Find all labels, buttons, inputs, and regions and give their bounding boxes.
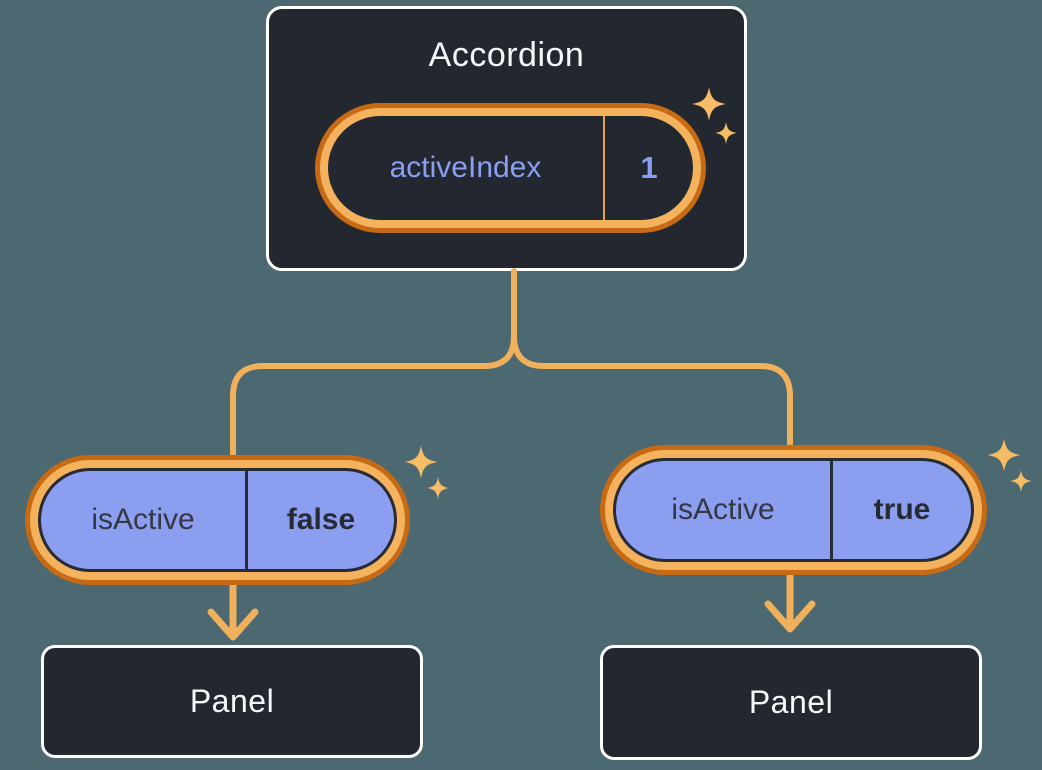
sparkle-large-icon <box>404 445 438 479</box>
prop-pill-ring: isActive true <box>605 450 982 570</box>
prop-name: isActive <box>91 503 195 536</box>
sparkle-large-icon <box>692 87 726 121</box>
sparkle-small-icon <box>427 477 449 499</box>
connector-right-branch <box>511 268 793 455</box>
prop-pill-right: isActive true <box>600 445 987 575</box>
panel-node-left: Panel <box>41 645 423 758</box>
sparkle-large-icon <box>987 438 1021 472</box>
arrow-down-icon <box>207 580 259 641</box>
state-name: activeIndex <box>389 151 542 184</box>
prop-pill-core: isActive false <box>38 468 397 572</box>
sparkle-small-icon <box>1010 470 1032 492</box>
state-divider <box>603 116 605 220</box>
prop-divider <box>830 461 833 559</box>
prop-pill-left: isActive false <box>25 455 410 585</box>
state-value: 1 <box>640 150 658 185</box>
prop-pill-ring: isActive false <box>30 460 405 580</box>
prop-name: isActive <box>671 493 775 526</box>
connector-left-branch <box>230 268 517 465</box>
sparkle-small-icon <box>715 122 737 144</box>
state-pill-core: activeIndex 1 <box>328 116 693 220</box>
prop-value: false <box>286 503 356 536</box>
accordion-node: Accordion activeIndex 1 <box>266 6 747 271</box>
arrow-down-icon <box>764 572 816 633</box>
prop-value: true <box>873 493 931 526</box>
prop-divider <box>245 471 248 569</box>
prop-pill-core: isActive true <box>613 458 974 562</box>
panel-label: Panel <box>748 684 834 720</box>
panel-node-right: Panel <box>600 645 982 760</box>
accordion-title: Accordion <box>428 36 585 74</box>
panel-label: Panel <box>189 683 275 719</box>
state-pill-ring: activeIndex 1 <box>320 108 701 228</box>
state-pill: activeIndex 1 <box>315 103 706 233</box>
